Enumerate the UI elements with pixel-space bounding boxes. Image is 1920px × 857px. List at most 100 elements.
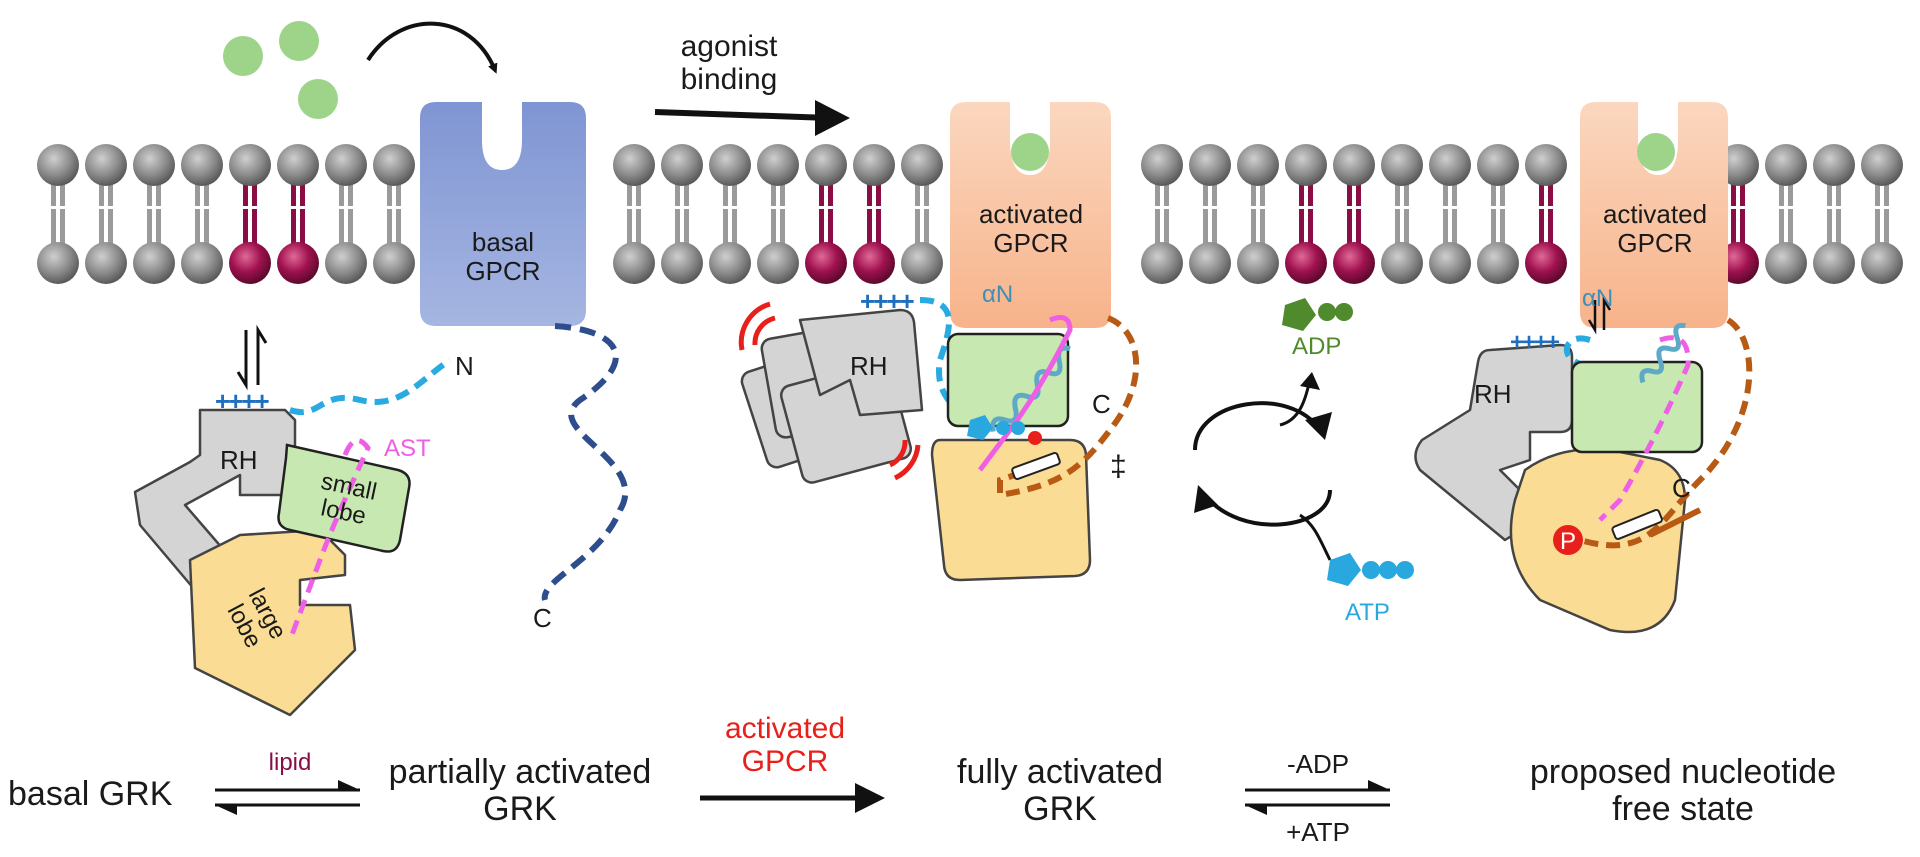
c-tail (1579, 317, 1753, 549)
cycle-arrow-top (1193, 401, 1322, 451)
rh-domain (133, 408, 297, 604)
ligand-circle (1011, 133, 1049, 171)
phosphate-label: P (1560, 528, 1576, 555)
lipid-molecule (85, 144, 127, 284)
step-minus-adp: -ADP (1286, 749, 1350, 779)
equilibrium-arrow (236, 330, 248, 391)
alpha-n-label-right: αN (1582, 285, 1614, 312)
agonist-arrow (654, 109, 831, 121)
large-lobe (1509, 447, 1687, 634)
alpha-n-helix (990, 345, 1071, 432)
lipid-molecule (1141, 144, 1183, 284)
lipid-molecule (133, 144, 175, 284)
positive-charge: ++++ (860, 286, 915, 316)
c-tail (997, 315, 1140, 499)
positive-charge: ++++ (215, 386, 270, 416)
nucleotide-cycle (1193, 298, 1414, 586)
equilibrium-arrow (1602, 295, 1612, 330)
alpha-n-label: αN (982, 281, 1014, 308)
gpcr-c-tail (541, 323, 629, 601)
lipid-molecule (37, 144, 79, 284)
fully-activated-grk: ++++ (738, 286, 1140, 582)
nucleotide-free-grk: P ++++ (1414, 295, 1753, 634)
motion-mark (888, 439, 908, 468)
lipid-molecule (1813, 144, 1855, 284)
ast-loop (287, 438, 371, 641)
rh-label-middle: RH (850, 351, 888, 381)
ligand-circle (223, 36, 263, 76)
lipid-molecule (1381, 144, 1423, 284)
ligand-circle (1637, 133, 1675, 171)
positive-charge: ++++ (1510, 329, 1560, 356)
lipid-molecule (1765, 144, 1807, 284)
motion-mark (893, 444, 921, 481)
transition-state-mark: ‡ (1110, 450, 1127, 483)
motion-mark (752, 315, 776, 346)
small-lobe (946, 332, 1070, 428)
lipid-molecule (277, 144, 319, 284)
ast-loop (1598, 335, 1691, 522)
lipid-molecule (709, 144, 751, 284)
lipid-molecule (757, 144, 799, 284)
step-plus-atp: +ATP (1286, 817, 1350, 847)
cycle-arrow-bottom (1203, 489, 1332, 527)
state-basal-grk: basal GRK (8, 775, 173, 813)
curved-arrow (366, 21, 498, 74)
lipid-molecule (1189, 144, 1231, 284)
n-terminus (289, 357, 452, 415)
lipid-molecule (853, 144, 895, 284)
lipid-molecule (181, 144, 223, 284)
activated-gpcr-2 (1580, 102, 1728, 328)
small-lobe (1570, 360, 1704, 454)
rh-domain (1414, 343, 1574, 542)
large-lobe (930, 438, 1092, 582)
lipid-molecule (1477, 144, 1519, 284)
adp-molecule (1282, 298, 1316, 331)
motion-mark (738, 301, 771, 351)
atp-label: ATP (1345, 599, 1390, 626)
phosphate-dot (1028, 431, 1042, 445)
basal-gpcr (420, 102, 629, 601)
lipid-molecule (1285, 144, 1327, 284)
large-lobe (188, 528, 357, 717)
step-lipid-label: lipid (268, 749, 312, 776)
lipid-bilayer (37, 144, 1903, 284)
lipid-molecule (229, 144, 271, 284)
atp-molecule (1327, 553, 1361, 586)
lipid-molecule (1429, 144, 1471, 284)
lipid-molecule (325, 144, 367, 284)
gpcr-c-terminus-label: C (533, 603, 552, 633)
equilibrium-arrow (256, 324, 268, 385)
agonist-arrowhead (815, 100, 850, 136)
reaction-scheme-arrows (215, 780, 1390, 815)
lipid-molecule (613, 144, 655, 284)
lipid-molecule (1861, 144, 1903, 284)
rh-domain (798, 308, 924, 417)
lipid-molecule (661, 144, 703, 284)
lipid-molecule (1237, 144, 1279, 284)
rh-label-right: RH (1474, 379, 1512, 409)
ligand-circle (298, 79, 338, 119)
activated-gpcr-1 (950, 102, 1111, 328)
adp-molecule (967, 415, 993, 440)
ast-loop (978, 315, 1073, 472)
basal-grk: ++++ (133, 324, 452, 717)
phosphate-badge (1553, 525, 1583, 555)
atp-binding-arrow (1299, 513, 1332, 561)
equilibrium-arrow (1587, 300, 1597, 335)
lipid-molecule (373, 144, 415, 284)
lipid-molecule (805, 144, 847, 284)
ligand-group (223, 21, 338, 119)
c-terminus-label-middle: C (1092, 389, 1111, 419)
rh-label: RH (220, 445, 258, 475)
